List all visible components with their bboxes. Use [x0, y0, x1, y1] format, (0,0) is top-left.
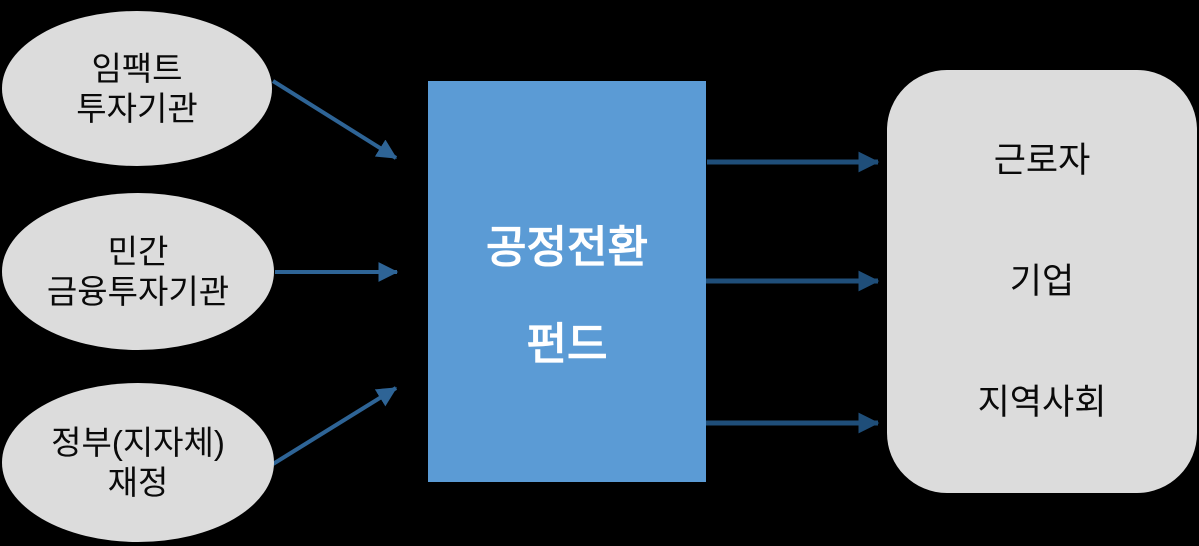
source-node-label: 정부(지자체) 재정 — [51, 423, 225, 502]
label-line: 금융투자기관 — [46, 272, 230, 310]
label-line: 민간 — [107, 232, 169, 270]
fund-node-title-line: 펀드 — [526, 320, 608, 369]
fund-node: 공정전환 펀드 — [428, 81, 706, 482]
label-line: 재정 — [107, 463, 169, 501]
label-line: 정부(지자체) — [51, 423, 225, 461]
source-node-government-finance: 정부(지자체) 재정 — [2, 383, 274, 542]
arrow-government-to-fund — [271, 386, 398, 466]
source-node-label: 민간 금융투자기관 — [47, 232, 229, 311]
arrow-impact-to-fund — [271, 79, 398, 160]
beneficiary-item-workers: 근로자 — [993, 140, 1091, 180]
source-node-private-financial: 민간 금융투자기관 — [2, 193, 274, 350]
beneficiaries-node: 근로자 기업 지역사회 — [887, 70, 1197, 493]
beneficiary-item-community: 지역사회 — [977, 382, 1107, 422]
label-line: 임팩트 — [91, 49, 183, 87]
source-node-impact-investors: 임팩트 투자기관 — [2, 11, 272, 166]
source-node-label: 임팩트 투자기관 — [76, 49, 197, 128]
beneficiary-item-companies: 기업 — [1009, 261, 1075, 301]
fund-node-title-line: 공정전환 — [486, 223, 648, 272]
label-line: 투자기관 — [76, 89, 198, 127]
